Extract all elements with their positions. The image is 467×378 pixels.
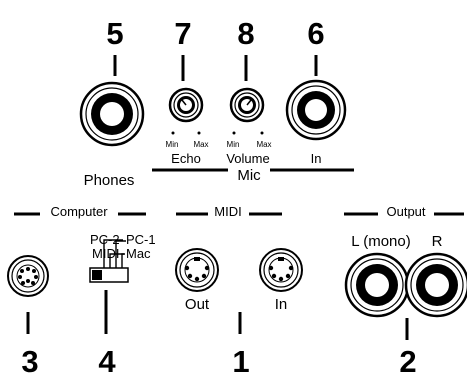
- callout-number-midi: 1: [232, 344, 249, 378]
- computer-connector: [7, 255, 49, 297]
- computer-section-title: Computer: [50, 204, 108, 219]
- output-right-jack: [404, 252, 467, 318]
- output-right-label: R: [432, 233, 443, 250]
- echo-min-dot: [171, 131, 175, 135]
- output-left-jack: [344, 252, 410, 318]
- switch-position-lines: [103, 239, 126, 268]
- callout-number-computer: 3: [21, 344, 38, 378]
- volume-max-dot: [260, 131, 264, 135]
- volume-min-dot: [232, 131, 236, 135]
- midi-section-title: MIDI: [214, 204, 241, 219]
- echo-knob[interactable]: [168, 87, 204, 123]
- output-section-title: Output: [386, 204, 425, 219]
- midi-out-connector: [175, 248, 219, 292]
- midi-in-label: In: [275, 296, 288, 313]
- callout-number-mic-in: 6: [307, 16, 324, 51]
- switch-label-mac: Mac: [126, 246, 151, 261]
- computer-switch[interactable]: [89, 267, 129, 283]
- phones-jack: [79, 81, 145, 147]
- mic-in-jack: [285, 79, 347, 141]
- volume-max-label: Max: [256, 140, 271, 149]
- switch-label-pc1: PC-1: [126, 232, 156, 247]
- volume-min-label: Min: [227, 140, 240, 149]
- switch-label-midi: MIDI: [92, 246, 119, 261]
- volume-knob[interactable]: [229, 87, 265, 123]
- callout-number-phones: 5: [106, 16, 123, 51]
- echo-max-dot: [197, 131, 201, 135]
- volume-label: Volume: [226, 151, 269, 166]
- midi-out-label: Out: [185, 296, 210, 313]
- callout-number-echo: 7: [174, 16, 191, 51]
- echo-label: Echo: [171, 151, 201, 166]
- callout-number-switch: 4: [98, 344, 116, 378]
- echo-max-label: Max: [193, 140, 208, 149]
- callout-number-output: 2: [399, 344, 416, 378]
- phones-label: Phones: [84, 172, 135, 189]
- callout-number-volume: 8: [237, 16, 254, 51]
- mic-in-label: In: [311, 151, 322, 166]
- output-left-label: L (mono): [351, 233, 410, 250]
- echo-min-label: Min: [166, 140, 179, 149]
- midi-in-connector: [259, 248, 303, 292]
- mic-label: Mic: [237, 167, 261, 184]
